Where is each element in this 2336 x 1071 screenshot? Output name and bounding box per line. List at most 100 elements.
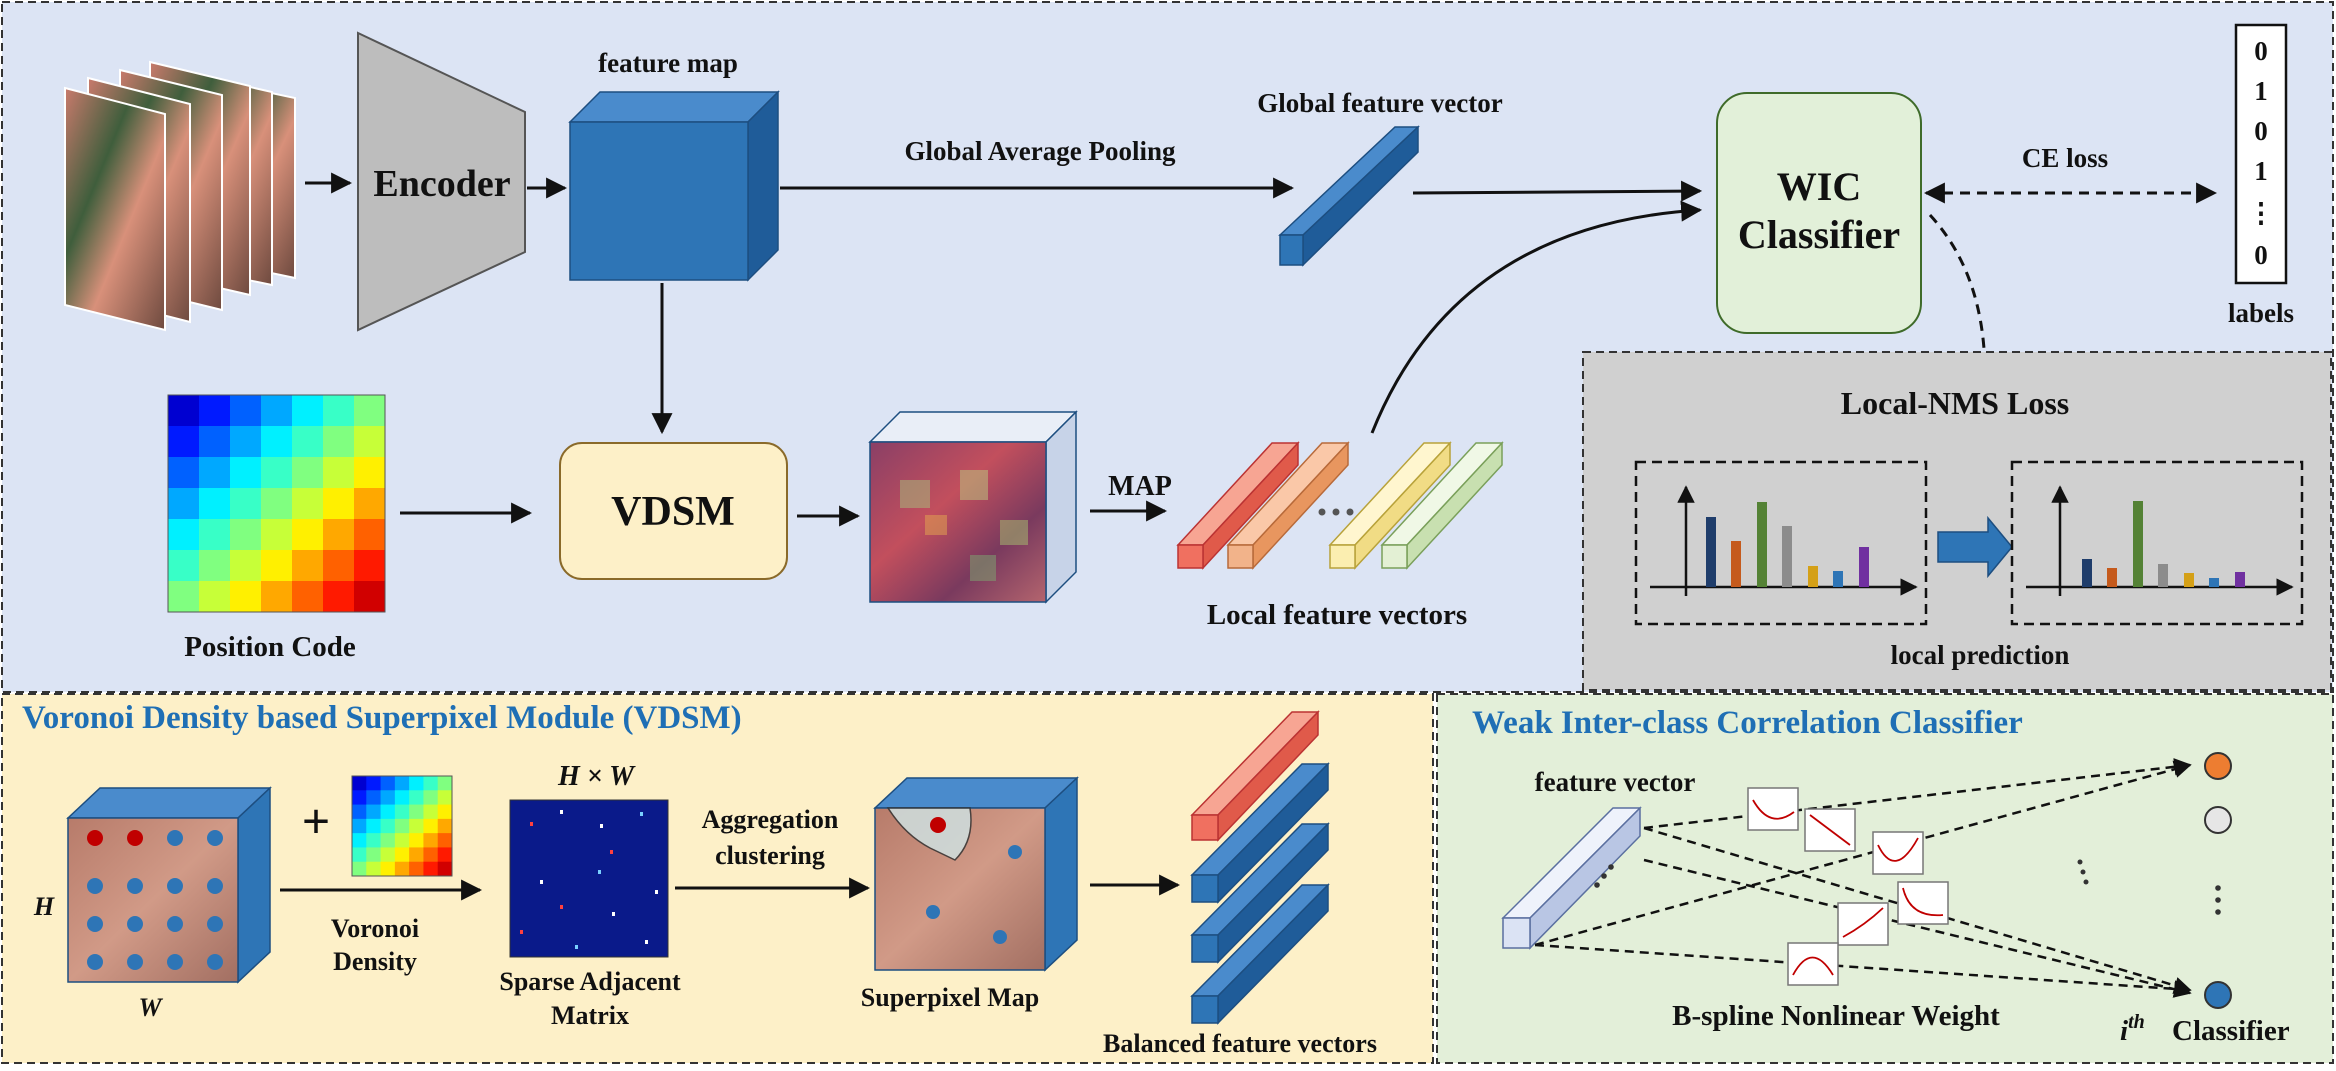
nms-bar	[2209, 578, 2219, 587]
seed-point	[87, 954, 103, 970]
heatmap-cell	[323, 395, 355, 427]
local-vector	[1176, 441, 1300, 570]
heatmap-cell	[230, 457, 262, 489]
heatmap-cell	[409, 776, 424, 791]
encoder-block	[357, 31, 526, 332]
heatmap-cell	[380, 833, 396, 848]
heatmap-cell	[366, 776, 382, 791]
bspline-box	[1837, 902, 1889, 946]
nms-after-chart	[2026, 485, 2294, 596]
wic-classifier-block	[1716, 92, 1922, 334]
seed-point	[127, 916, 143, 932]
heatmap-cell	[230, 519, 262, 551]
heatmap-cell	[394, 776, 410, 791]
sparse-entry	[610, 850, 613, 854]
position-code-heatmap	[167, 394, 386, 613]
nms-transform-arrow	[1937, 515, 2013, 579]
heatmap-cell	[292, 488, 324, 520]
heatmap-cell	[409, 790, 424, 806]
seed-point	[87, 878, 103, 894]
local-prediction-label: local prediction	[1891, 640, 2070, 670]
global-vector-label: Global feature vector	[1257, 88, 1502, 118]
position-code-label: Position Code	[184, 631, 356, 663]
heatmap-cell	[199, 488, 231, 520]
nms-bar	[1808, 566, 1818, 587]
heatmap-cell	[437, 861, 453, 877]
heatmap-cell	[437, 833, 453, 848]
heatmap-cell	[380, 861, 396, 877]
sparse-entry	[640, 812, 643, 816]
voronoi-label-line1: Voronoi	[331, 914, 419, 943]
label-value: 0	[2254, 36, 2268, 66]
heatmap-cell	[168, 581, 200, 613]
output-node	[2204, 752, 2232, 780]
sparse-entry	[655, 890, 658, 894]
heatmap-cell	[352, 818, 367, 834]
heatmap-cell	[380, 790, 396, 806]
heatmap-cell	[199, 457, 231, 489]
feature-vector-label: feature vector	[1535, 767, 1696, 797]
heatmap-cell	[323, 426, 355, 458]
label-value: 1	[2254, 76, 2268, 106]
heatmap-cell	[366, 790, 382, 806]
vertical-ellipsis	[2077, 859, 2221, 915]
small-position-code	[351, 775, 453, 877]
bspline-box	[1804, 808, 1856, 852]
heatmap-cell	[380, 847, 396, 863]
sparse-entry	[540, 880, 543, 884]
heatmap-cell	[261, 519, 293, 551]
bspline-label: B-spline Nonlinear Weight	[1672, 1000, 2000, 1032]
heatmap-cell	[199, 519, 231, 551]
sparse-entry	[600, 824, 603, 828]
heatmap-cell	[423, 790, 439, 806]
local-vector	[1328, 441, 1452, 570]
superpixel-center-dot	[1008, 845, 1022, 859]
ellipsis-dots	[1318, 508, 1354, 516]
seed-point	[167, 878, 183, 894]
heatmap-cell	[352, 790, 367, 806]
seed-point	[207, 954, 223, 970]
label-values: 0 1 0 1 ⋮ 0	[2248, 36, 2275, 270]
heatmap-cell	[199, 426, 231, 458]
nms-before-chart	[1650, 485, 1918, 596]
seed-point	[87, 830, 103, 846]
heatmap-cell	[409, 847, 424, 863]
heatmap-cell	[423, 776, 439, 791]
nms-bar	[1782, 526, 1792, 587]
seed-points	[87, 830, 223, 970]
heatmap-cell	[409, 818, 424, 834]
heatmap-cell	[409, 861, 424, 877]
balanced-vector	[1190, 710, 1320, 842]
nms-bar	[2107, 568, 2117, 587]
bspline-box	[1787, 942, 1839, 986]
heatmap-cell	[354, 550, 386, 582]
heatmap-cell	[437, 804, 453, 820]
heatmap-cell	[437, 776, 453, 791]
seed-point	[127, 954, 143, 970]
heatmap-cell	[230, 488, 262, 520]
heatmap-cell	[394, 818, 410, 834]
seed-point	[167, 916, 183, 932]
seed-point	[87, 916, 103, 932]
ith-label: ith	[2120, 1011, 2145, 1047]
heatmap-cell	[366, 847, 382, 863]
plus-sign: +	[302, 793, 331, 849]
balanced-vector	[1190, 822, 1330, 964]
superpixel-center-dot	[993, 930, 1007, 944]
heatmap-cell	[409, 833, 424, 848]
seed-point	[207, 830, 223, 846]
nms-after-box	[2010, 460, 2304, 626]
heatmap-cell	[292, 457, 324, 489]
seed-point	[207, 916, 223, 932]
heatmap-cell	[292, 581, 324, 613]
vdsm-label: VDSM	[611, 489, 735, 535]
heatmap-cell	[261, 426, 293, 458]
heatmap-cell	[366, 861, 382, 877]
heatmap-cell	[323, 519, 355, 551]
ellipsis-dots	[1594, 864, 1614, 888]
local-vector	[1226, 441, 1350, 570]
heatmap-cell	[354, 426, 386, 458]
nms-bar	[2184, 573, 2194, 587]
local-feature-vectors	[1176, 441, 1504, 570]
labels-caption: labels	[2228, 298, 2294, 328]
